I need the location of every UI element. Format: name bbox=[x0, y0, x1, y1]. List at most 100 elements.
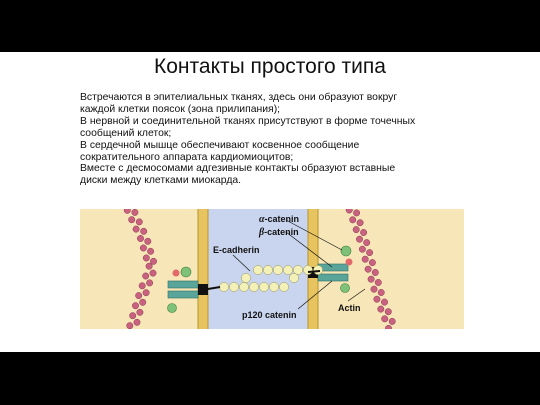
actin-bead bbox=[146, 279, 154, 287]
right-red-ball bbox=[345, 258, 353, 266]
actin-bead bbox=[138, 282, 146, 290]
actin-bead bbox=[140, 227, 148, 235]
actin-bead bbox=[381, 315, 389, 323]
cadherin-bead bbox=[259, 282, 269, 292]
actin-bead bbox=[128, 216, 136, 224]
cadherin-bead bbox=[249, 282, 259, 292]
cadherin-bead bbox=[263, 265, 273, 275]
actin-bead bbox=[129, 312, 137, 320]
actin-filament-left bbox=[123, 209, 157, 329]
actin-bead bbox=[135, 292, 143, 300]
actin-bead bbox=[145, 262, 153, 270]
actin-bead bbox=[371, 269, 379, 276]
body-line: сообщений клеток; bbox=[80, 127, 172, 139]
actin-bead bbox=[368, 259, 376, 267]
adherens-junction-diagram: α-catenin β-catenin E-cadherin p120 cate… bbox=[80, 209, 464, 329]
right-green-ball bbox=[340, 245, 352, 257]
actin-bead bbox=[353, 209, 361, 217]
cadherin-bead bbox=[293, 265, 303, 275]
actin-bead bbox=[135, 218, 143, 226]
left-green-ball bbox=[180, 266, 192, 278]
slide-title: Контакты простого типа bbox=[154, 55, 386, 78]
actin-bead bbox=[363, 239, 371, 247]
cadherin-link-left bbox=[207, 286, 221, 290]
actin-bead bbox=[358, 245, 366, 253]
cadherin-bead bbox=[219, 282, 229, 292]
actin-bead bbox=[139, 244, 147, 252]
cadherin-bead bbox=[229, 282, 239, 292]
cadherin-bead bbox=[241, 273, 251, 283]
cadherin-bead bbox=[283, 265, 293, 275]
actin-bead bbox=[139, 298, 147, 306]
actin-bead bbox=[381, 298, 388, 306]
body-line: диски между клетками миокарда. bbox=[80, 175, 242, 187]
cadherin-bead bbox=[269, 282, 279, 292]
actin-bead bbox=[142, 272, 150, 280]
actin-bead bbox=[364, 265, 372, 273]
cadherin-link-right bbox=[307, 270, 321, 273]
actin-bead bbox=[352, 226, 360, 234]
actin-bead bbox=[123, 209, 131, 214]
actin-bead bbox=[144, 237, 152, 245]
e-cadherin-label: E-cadherin bbox=[213, 245, 260, 255]
body-line: В сердечной мышце обеспечивают косвенное… bbox=[80, 139, 360, 151]
actin-bead bbox=[356, 235, 363, 243]
actin-bead bbox=[361, 255, 369, 263]
beta-catenin-label: β-catenin bbox=[258, 227, 299, 238]
actin-bead bbox=[142, 254, 150, 262]
actin-bead bbox=[388, 317, 396, 325]
actin-bead bbox=[133, 318, 141, 326]
actin-bead bbox=[384, 308, 392, 316]
slide: Контакты простого типа Встречаются в эпи… bbox=[0, 52, 540, 352]
cadherin-bead bbox=[289, 273, 299, 283]
left-membrane bbox=[198, 209, 208, 329]
body-line: сократительного аппарата кардиомиоцитов; bbox=[80, 151, 294, 163]
alpha-catenin-label: α-catenin bbox=[259, 214, 299, 225]
actin-bead bbox=[147, 247, 155, 255]
actin-bead bbox=[136, 308, 144, 316]
actin-bead bbox=[137, 235, 144, 242]
cadherin-bead bbox=[253, 265, 263, 275]
actin-bead bbox=[349, 216, 357, 224]
cadherin-bead bbox=[303, 265, 313, 275]
actin-bead bbox=[142, 289, 150, 297]
left-red-ball bbox=[172, 269, 180, 277]
cadherin-bead bbox=[273, 265, 283, 275]
actin-bead bbox=[377, 305, 385, 313]
right-bottom-green-ball bbox=[340, 283, 350, 293]
actin-bead bbox=[367, 275, 375, 283]
actin-bead bbox=[356, 219, 364, 227]
left-bottom-green-ball bbox=[167, 303, 177, 313]
actin-bead bbox=[132, 225, 140, 233]
actin-bead bbox=[373, 295, 381, 303]
actin-bead bbox=[360, 229, 368, 236]
actin-bead bbox=[149, 269, 157, 277]
actin-bead bbox=[377, 289, 385, 296]
actin-bead bbox=[150, 257, 157, 265]
adherens-junction-svg: α-catenin β-catenin E-cadherin p120 cate… bbox=[80, 209, 464, 329]
actin-bead bbox=[126, 322, 134, 329]
body-line: каждой клетки поясок (зона прилипания); bbox=[80, 103, 281, 115]
body-line: В нервной и соединительной тканях присут… bbox=[80, 115, 416, 127]
left-catenin-bar-bottom bbox=[167, 290, 199, 299]
cadherin-bead bbox=[239, 282, 249, 292]
actin-filament-right bbox=[345, 209, 396, 329]
actin-bead bbox=[366, 249, 374, 257]
body-line: Встречаются в эпителиальных тканях, здес… bbox=[80, 92, 398, 103]
p120-catenin-label: p120 catenin bbox=[242, 310, 297, 320]
actin-bead bbox=[345, 209, 353, 214]
slide-body-text: Встречаются в эпителиальных тканях, здес… bbox=[80, 92, 480, 187]
actin-bead bbox=[385, 324, 392, 329]
actin-label: Actin bbox=[338, 303, 361, 313]
cadherin-bead bbox=[279, 282, 289, 292]
cadherin-bead bbox=[313, 265, 323, 275]
right-catenin-bar-bottom bbox=[317, 273, 349, 282]
e-cadherin-chain bbox=[207, 265, 323, 292]
actin-bead bbox=[131, 209, 139, 216]
left-catenin-bar-top bbox=[167, 280, 199, 289]
body-line: Вместе с десмосомами адгезивные контакты… bbox=[80, 163, 396, 175]
left-cadherin-transmembrane bbox=[198, 284, 208, 295]
actin-bead bbox=[132, 302, 139, 310]
actin-bead bbox=[374, 279, 382, 286]
actin-bead bbox=[370, 285, 378, 293]
